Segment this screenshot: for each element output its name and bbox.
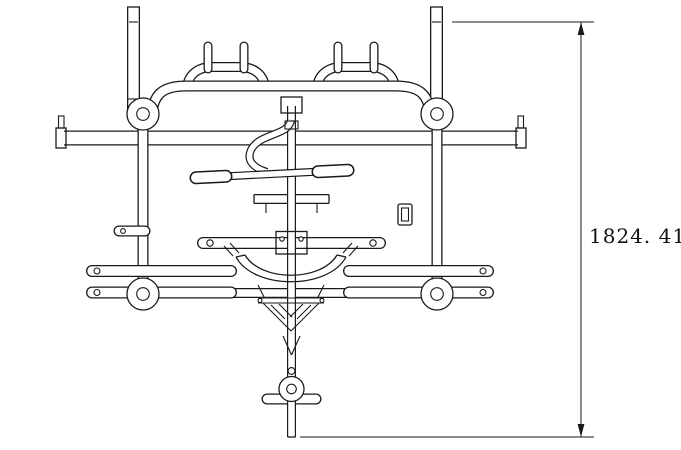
bottom-pulley [278, 375, 305, 403]
seat-pad-edge [336, 254, 347, 258]
rail-bolt [93, 267, 101, 275]
base-bolt [257, 297, 263, 304]
dimension-label: 1824. 41 [589, 224, 681, 248]
pulley-hub [136, 287, 150, 301]
rail-bolt [479, 288, 487, 297]
v-brace [262, 302, 292, 332]
v-brace [290, 302, 320, 332]
foot-rails [92, 268, 488, 296]
seat-pad-edge [235, 254, 246, 258]
tube-inner [196, 176, 226, 178]
base-bolt [319, 297, 325, 304]
arrowhead-down [577, 424, 585, 437]
seat-tab [223, 245, 234, 257]
hatch-line [296, 304, 312, 320]
bracket-bolt [120, 228, 126, 234]
seat-strut [317, 284, 325, 298]
pulley-top-right [420, 97, 454, 131]
pulley-bottom-right [420, 277, 454, 311]
clamp-bolt [298, 236, 304, 242]
pulley-bolt [287, 367, 296, 375]
clamp-bolt [279, 236, 285, 242]
seat-tab [348, 245, 359, 257]
machine-drawing [55, 7, 527, 437]
clamp-bolt-left [57, 115, 65, 129]
spine-clamp [284, 120, 299, 130]
detail-lines [120, 96, 413, 375]
pulley-bottom-left [126, 277, 160, 311]
corner-pulleys [126, 97, 454, 311]
hatch-line [270, 304, 286, 320]
rail-bolt [479, 267, 487, 275]
seat-tab [342, 242, 353, 254]
upright-posts [127, 7, 443, 119]
spine-brace [290, 335, 301, 356]
hatch-line [278, 303, 293, 318]
pulley-hub [430, 287, 444, 301]
clamp-bolt-right [517, 115, 525, 129]
spine-brace [282, 335, 293, 356]
seat-pad-inner [244, 254, 338, 276]
lat-bar [193, 120, 351, 178]
pulley-hub [430, 107, 444, 121]
center-spine [288, 106, 296, 437]
dimension-annotation: 1824. 41 [300, 21, 681, 438]
midbar-clamp [275, 230, 308, 255]
pulley-hub [286, 383, 297, 395]
midbar-bolt [206, 239, 214, 247]
pulley-top-left [126, 97, 160, 131]
side-plate [397, 203, 413, 226]
center-junction-box [280, 96, 303, 114]
rail-bolt [93, 288, 101, 297]
side-plate-slot [400, 207, 410, 222]
tube-inner [318, 170, 348, 172]
seat-tab [229, 242, 240, 254]
arrowhead-up [577, 22, 585, 35]
midbar-bolt [369, 239, 377, 247]
hatch-line [289, 303, 304, 318]
seat-strut [257, 284, 265, 298]
seat-pad-outer [235, 256, 347, 283]
front-crossbar [55, 115, 527, 149]
pulley-hub [136, 107, 150, 121]
